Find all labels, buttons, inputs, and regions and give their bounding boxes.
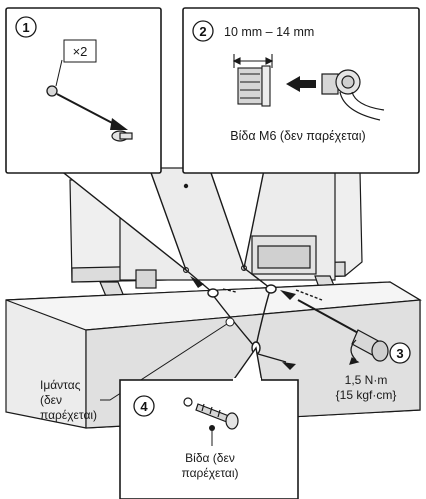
insert-arrow-right [280, 290, 296, 300]
m6-screw-icon [321, 69, 385, 121]
step-4-badge [133, 395, 155, 417]
hole-icon [183, 397, 193, 407]
screw-icon [111, 130, 133, 142]
strap-label-line1: Ιμάντας [40, 378, 81, 392]
callout-step-4: 4 Βίδα (δεν παρέχεται) [119, 346, 299, 499]
screw-label-line1: Βίδα (δεν [185, 451, 235, 465]
screwdriver-icon [297, 299, 389, 365]
step-3-number: 3 [396, 346, 403, 361]
mount-hole-icon [46, 85, 58, 97]
step-1-number: 1 [22, 20, 29, 35]
m6-screw-label: Βίδα M6 (δεν παρέχεται) [230, 129, 365, 143]
step-4-number: 4 [140, 399, 148, 414]
wood-screw-icon [195, 403, 239, 430]
strap-callout-leader [100, 317, 235, 401]
strap-label-line3: παρέχεται) [40, 408, 97, 422]
callout-step-1: 1 ×2 [5, 7, 188, 273]
torque-value-kgf: {15 kgf·cm} [336, 388, 397, 402]
thread-depth-icon [232, 54, 274, 107]
step-2-badge [192, 20, 214, 42]
screw-label-line2: παρέχεται) [181, 466, 238, 480]
quantity-text: ×2 [73, 44, 88, 59]
step-3-badge [389, 342, 411, 364]
quantity-box [63, 39, 97, 63]
screw-length-range: 10 mm – 14 mm [224, 25, 314, 39]
step-1-badge [15, 16, 37, 38]
insert-direction-arrow [286, 76, 316, 92]
insert-arrow-bottom [282, 362, 296, 370]
strap-label-line2: (δεν [40, 393, 62, 407]
torque-value: 1,5 N·m [345, 373, 388, 387]
step-2-number: 2 [199, 24, 206, 39]
callout-step-2: 2 10 mm – 14 mm Βίδα M6 (δεν παρέχεται) [182, 7, 420, 271]
insert-arrow-left [190, 276, 204, 288]
